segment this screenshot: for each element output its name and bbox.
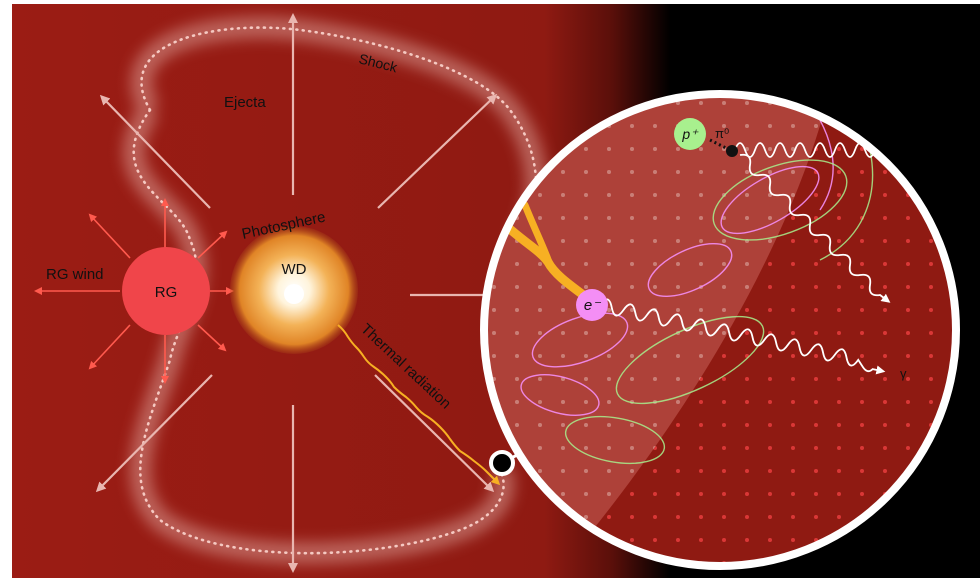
proton-particle: [674, 118, 706, 150]
ejecta-arrow-down-left: [95, 374, 213, 493]
pion-particle: [726, 145, 738, 157]
wd-label: WD: [282, 261, 307, 278]
thermal-radiation-ray: [337, 324, 501, 486]
gamma-ray-from-electron: [599, 298, 886, 375]
ejecta-label: Ejecta: [224, 94, 266, 111]
pion-decay-path: [709, 138, 731, 152]
rg-wind-label: RG wind: [46, 266, 104, 283]
zoom-inset-border: [480, 90, 960, 570]
ejecta-arrow-up-right: [377, 93, 498, 209]
shock-envelope: [122, 16, 547, 565]
gamma-label: γ: [900, 366, 907, 381]
shock-dotted-line: [132, 26, 538, 555]
pion-label: π⁰: [715, 126, 729, 141]
rg-wind-arrows: [34, 198, 234, 384]
proton-gyration-loops: [564, 149, 874, 465]
photosphere: [230, 226, 358, 354]
electron-particle: [576, 289, 608, 321]
red-giant: [122, 247, 210, 335]
white-dwarf: [284, 284, 304, 304]
electron-label: e⁻: [584, 297, 601, 314]
ejecta-arrow-up-left: [99, 94, 211, 209]
ejecta-arrows: [95, 13, 503, 573]
zoom-origin-marker: [489, 450, 515, 476]
gamma-ray-diagonal: [739, 153, 891, 303]
ejecta-arrow-down-right: [374, 374, 495, 493]
proton-label: p⁺: [681, 126, 699, 142]
zoom-inset: [484, 94, 956, 566]
electron-gyration-loops: [520, 94, 834, 416]
rg-label: RG: [155, 284, 178, 301]
